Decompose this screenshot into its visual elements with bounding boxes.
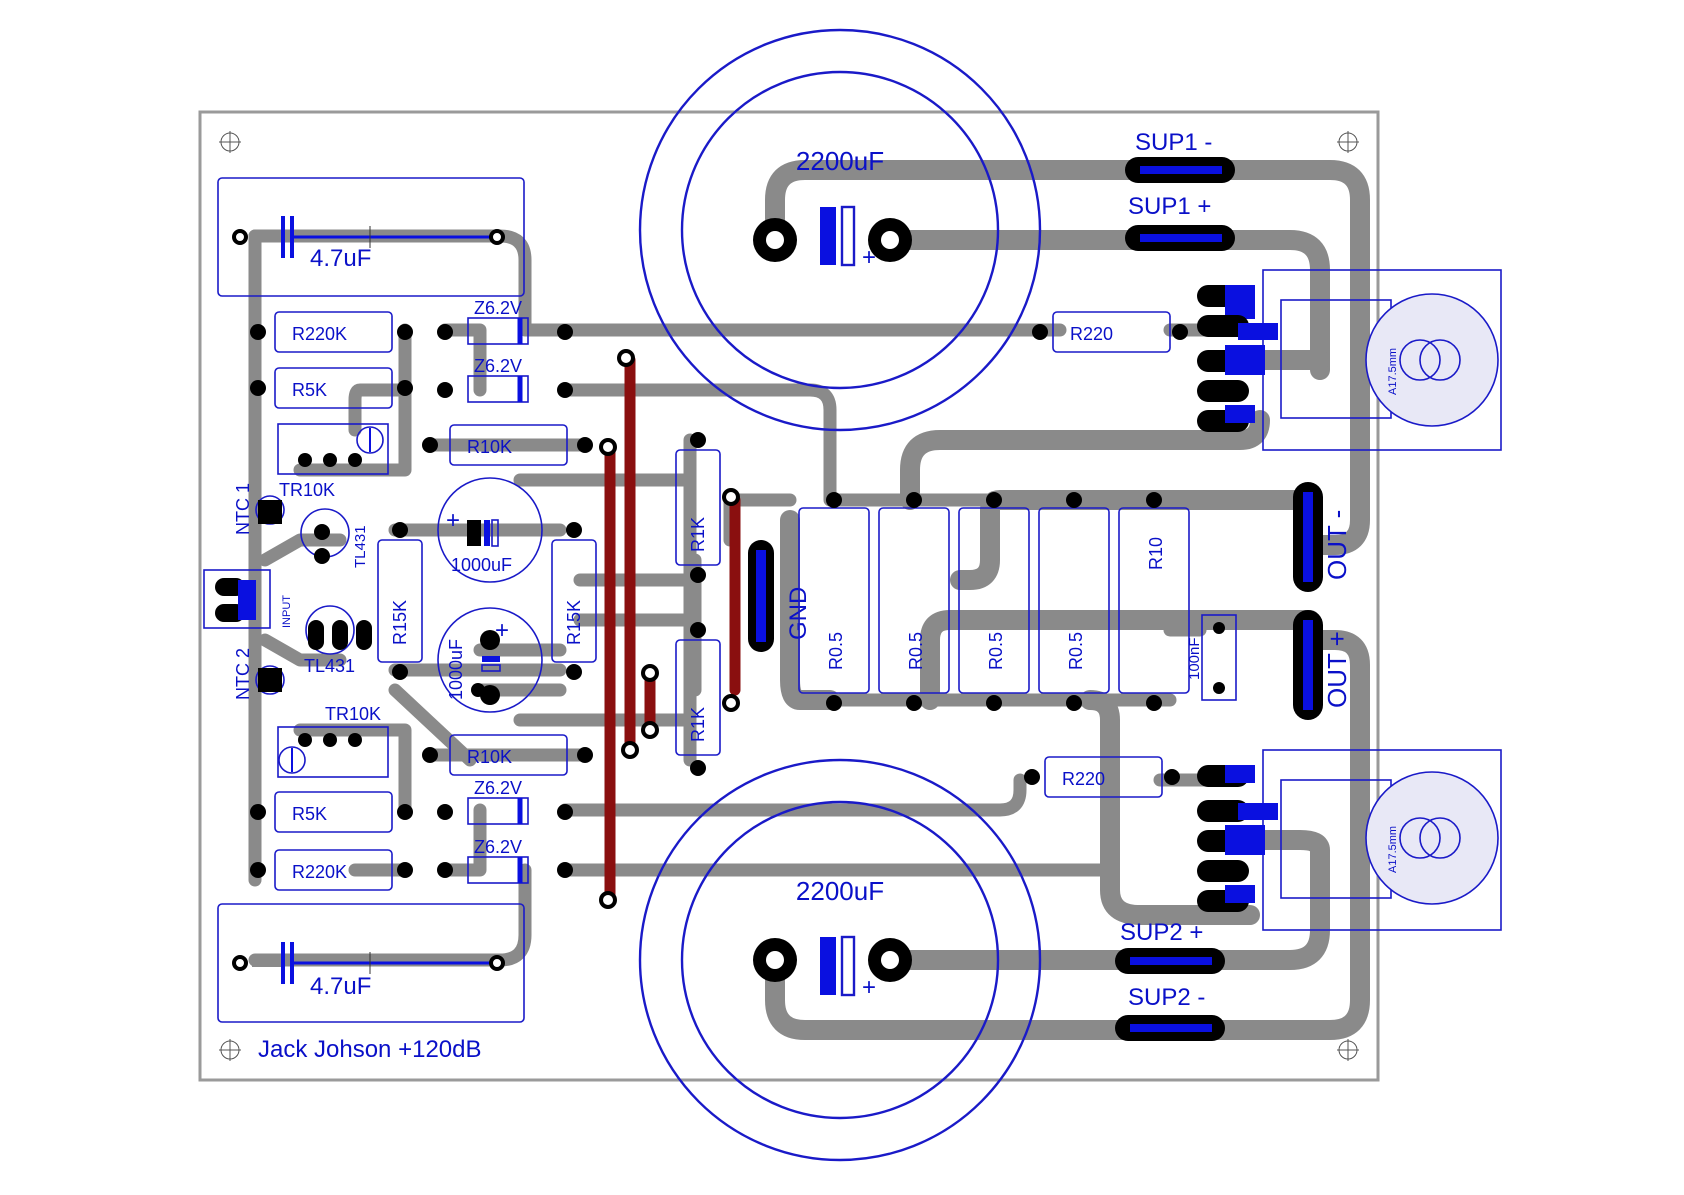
zener-4-label: Z6.2V <box>474 837 522 857</box>
r10-label: R10 <box>1146 537 1166 570</box>
r05-3-label: R0.5 <box>986 632 1006 670</box>
transistor-pads-bot <box>1197 765 1278 912</box>
out-minus-label: OUT - <box>1322 510 1352 580</box>
sup1-minus-label: SUP1 - <box>1135 129 1212 156</box>
tl431-bot-label: TL431 <box>304 656 355 676</box>
cap-1000uf-top-polarity: + <box>446 507 460 534</box>
r05-1-label: R0.5 <box>826 632 846 670</box>
cap-2200uf-bot: 2200uF + <box>638 758 1042 1162</box>
sup1-plus-label: SUP1 + <box>1128 193 1211 220</box>
resistors-left: R220K R5K R10K R10K R5K R220K R15K R15K … <box>274 311 721 891</box>
cap-2200uf-top-label: 2200uF <box>796 146 884 176</box>
trimmers-and-regulators: TR10K TR10K TL431 TL431 NTC 1 NTC 2 INPU… <box>203 423 389 778</box>
r220k-bot-label: R220K <box>292 862 347 882</box>
r10k-top-label: R10K <box>467 437 512 457</box>
transistor-pads-top <box>1197 285 1278 432</box>
heatsink-bot-label: A17.5mm <box>1387 826 1399 873</box>
cap-2200uf-bot-label: 2200uF <box>796 876 884 906</box>
cap-1000uf-top-label: 1000uF <box>451 555 512 575</box>
tr10k-top-label: TR10K <box>279 480 335 500</box>
input-label: INPUT <box>281 595 293 628</box>
emitter-resistors: R0.5 R0.5 R0.5 R0.5 R10 100nF <box>798 507 1237 701</box>
r15k-right-label: R15K <box>564 600 584 645</box>
cap-1000uf: + 1000uF + 1000uF <box>437 477 543 713</box>
supply-connectors: SUP1 - SUP1 + SUP2 + SUP2 - <box>1115 129 1235 1041</box>
power-transistor-top: A17.5mm <box>1262 269 1502 451</box>
r1k-top-label: R1K <box>688 517 708 552</box>
jumper-wires <box>604 354 741 906</box>
cap-2200uf-top: 2200uF + <box>638 28 1042 432</box>
output-connectors: OUT - OUT + <box>1293 482 1352 720</box>
r05-2-label: R0.5 <box>906 632 926 670</box>
sup2-minus-label: SUP2 - <box>1128 984 1205 1011</box>
out-plus-label: OUT + <box>1322 631 1352 708</box>
sup2-plus-label: SUP2 + <box>1120 919 1203 946</box>
r220-resistors: R220 R220 <box>1044 311 1171 798</box>
tl431-top-label: TL431 <box>352 525 369 568</box>
r1k-bot-label: R1K <box>688 707 708 742</box>
board-title: Jack Johson +120dB <box>258 1036 482 1063</box>
zener-2-label: Z6.2V <box>474 356 522 376</box>
cap-4u7-top: 4.7uF <box>217 177 525 297</box>
c100n-label: 100nF <box>1186 637 1203 680</box>
r05-4-label: R0.5 <box>1066 632 1086 670</box>
cap-1000uf-bot-label: 1000uF <box>446 639 466 700</box>
pads <box>215 218 1225 982</box>
r10k-bot-label: R10K <box>467 747 512 767</box>
ntc1-label: NTC 1 <box>233 483 253 535</box>
r15k-left-label: R15K <box>390 600 410 645</box>
r220k-top-label: R220K <box>292 324 347 344</box>
mounting-marks <box>219 131 1359 1061</box>
r220-top-label: R220 <box>1070 324 1113 344</box>
ntc2-label: NTC 2 <box>233 648 253 700</box>
zener-3-label: Z6.2V <box>474 778 522 798</box>
r5k-bot-label: R5K <box>292 804 327 824</box>
heatsink-top-label: A17.5mm <box>1387 348 1399 395</box>
cap-2200uf-bot-polarity: + <box>862 974 876 1001</box>
tr10k-bot-label: TR10K <box>325 704 381 724</box>
cap-4u7-bot: 4.7uF <box>217 903 525 1023</box>
zener-1-label: Z6.2V <box>474 298 522 318</box>
cap-4u7-bot-label: 4.7uF <box>310 973 371 1000</box>
power-transistor-bot: A17.5mm <box>1262 749 1502 931</box>
r5k-top-label: R5K <box>292 380 327 400</box>
cap-4u7-top-label: 4.7uF <box>310 245 371 272</box>
r220-bot-label: R220 <box>1062 769 1105 789</box>
zener-diodes: Z6.2V Z6.2V Z6.2V Z6.2V <box>467 298 529 884</box>
